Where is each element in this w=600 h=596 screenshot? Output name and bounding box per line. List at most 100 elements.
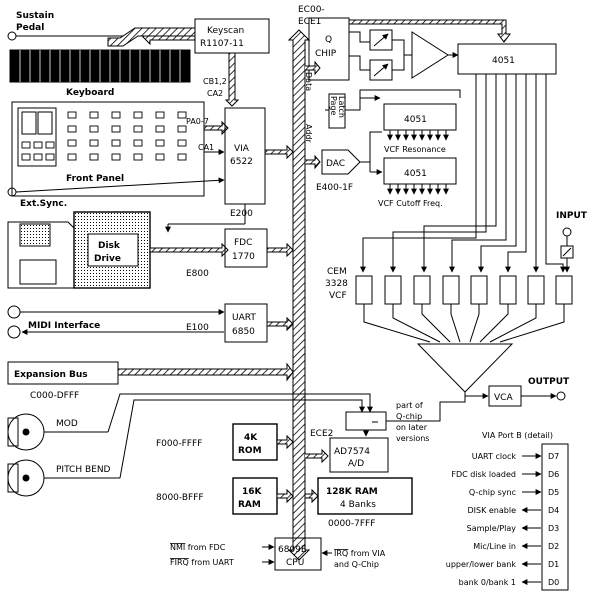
ad-label-2: A/D	[348, 459, 364, 469]
ece2-label: ECE2	[310, 429, 333, 439]
bank-ram-label: 128K RAM	[326, 487, 378, 497]
cb12-label: CB1,2	[203, 77, 227, 86]
uart-address: E100	[186, 323, 209, 333]
sample-hold-box	[345, 411, 387, 431]
part-of-note-2: Q-chip	[396, 412, 422, 421]
keyscan-part: R1107-11	[200, 39, 244, 49]
vcf-bank	[355, 275, 573, 305]
port-b-signal: bank 0/bank 1	[459, 578, 516, 587]
dac-box	[321, 149, 361, 175]
input-jack	[562, 227, 572, 237]
mux-4051-resonance	[383, 103, 457, 131]
front-panel	[11, 101, 205, 197]
output-jack	[556, 391, 566, 401]
labels: Sustain Pedal Keyscan R1107-11 Keyboard …	[14, 5, 588, 587]
disk-drive-label-2: Drive	[94, 254, 121, 264]
input-label: INPUT	[556, 211, 588, 221]
ad7574-box	[329, 437, 389, 473]
page-latch-label-2: Latch	[337, 96, 346, 118]
mod-label: MOD	[56, 419, 78, 429]
via-part: 6522	[230, 157, 253, 167]
midi-in-connector	[7, 305, 21, 319]
mux-4051-cutoff	[383, 157, 457, 185]
port-b-signal: Q-chip sync	[469, 488, 516, 497]
expansion-address: C000-DFFF	[30, 391, 79, 401]
rom-label: 4K	[244, 433, 258, 443]
port-b-pin: D3	[548, 524, 559, 533]
ext-sync-jack	[7, 187, 17, 197]
rom-label-2: ROM	[238, 446, 262, 456]
port-b-signal: FDC disk loaded	[451, 470, 516, 479]
fdc-label: FDC	[234, 238, 252, 248]
qchip-label-2: CHIP	[315, 49, 337, 59]
part-of-note-4: versions	[396, 434, 429, 443]
ram-label-2: RAM	[238, 500, 261, 510]
pa07-label: PA0-7	[186, 117, 209, 126]
cem-label: CEM	[327, 267, 347, 277]
ad-label: AD7574	[334, 447, 370, 457]
keyboard-label: Keyboard	[66, 88, 114, 98]
via-label: VIA	[234, 144, 250, 154]
midi-out-connector	[7, 325, 21, 339]
ext-sync-label: Ext.Sync.	[20, 199, 67, 209]
via-port-b-box	[541, 443, 569, 591]
cem-part: 3328	[325, 279, 348, 289]
cpu-6809e-box	[274, 537, 322, 571]
via-port-b-title: VIA Port B (detail)	[482, 431, 553, 440]
data-bus-label: Data	[304, 72, 313, 91]
fdc-address: E800	[186, 269, 209, 279]
fdc-part: 1770	[232, 252, 255, 262]
output-label: OUTPUT	[528, 377, 570, 387]
bank-ram-address: 0000-7FFF	[328, 519, 375, 529]
firq-label: FIRQ from UART	[170, 558, 234, 567]
dac-address: E400-1F	[316, 183, 353, 193]
nmi-label: NMI from FDC	[170, 543, 226, 552]
ca1-label: CA1	[198, 143, 214, 152]
vcf-cutoff-label: VCF Cutoff Freq.	[378, 199, 443, 208]
via-6522-box	[224, 107, 266, 205]
system-bus	[287, 29, 311, 561]
qchip-label: Q	[325, 35, 332, 45]
port-b-signal: Mic/Line in	[473, 542, 516, 551]
port-b-signal: DISK enable	[467, 506, 516, 515]
port-b-pin: D4	[548, 506, 559, 515]
port-b-pin: D6	[548, 470, 559, 479]
sustain-pedal-label: Sustain	[16, 11, 54, 21]
port-b-pin: D2	[548, 542, 559, 551]
mux-main-label: 4051	[492, 56, 515, 66]
ram-label: 16K	[242, 487, 263, 497]
port-b-signal: UART clock	[472, 452, 517, 461]
uart-label: UART	[232, 313, 256, 323]
ca2-label: CA2	[207, 89, 223, 98]
dac-label: DAC	[326, 159, 345, 169]
front-panel-label: Front Panel	[66, 174, 124, 184]
part-of-note: part of	[396, 401, 423, 410]
vca-label: VCA	[494, 393, 513, 403]
port-b-signal: upper/lower bank	[446, 560, 517, 569]
uart-part: 6850	[232, 327, 255, 337]
output-amp-triangle	[411, 31, 449, 79]
cpu-label-2: CPU	[286, 558, 304, 568]
port-b-pin: D7	[548, 452, 559, 461]
port-b-pin: D5	[548, 488, 559, 497]
cpu-label: 6809E	[278, 545, 307, 555]
qchip-address-2: ECE1	[298, 17, 321, 27]
expansion-bus-label: Expansion Bus	[14, 370, 88, 380]
cem-vcf: VCF	[329, 291, 347, 301]
mux-resonance-label: 4051	[404, 115, 427, 125]
pitch-bend-label: PITCH BEND	[56, 465, 111, 475]
port-b-pin: D1	[548, 560, 559, 569]
port-b-signal: Sample/Play	[467, 524, 517, 533]
addr-bus-label: Addr	[304, 124, 313, 143]
midi-label: MIDI Interface	[28, 321, 100, 331]
keyscan-label: Keyscan	[207, 26, 244, 36]
irq-label-2: and Q-Chip	[334, 560, 379, 569]
rom-address: F000-FFFF	[156, 439, 202, 449]
mixer-triangle	[416, 343, 514, 393]
page-latch-label: Page	[329, 96, 338, 115]
irq-label: IRQ from VIA	[334, 549, 386, 558]
port-b-pin: D0	[548, 578, 559, 587]
page-latch-box	[328, 93, 346, 129]
